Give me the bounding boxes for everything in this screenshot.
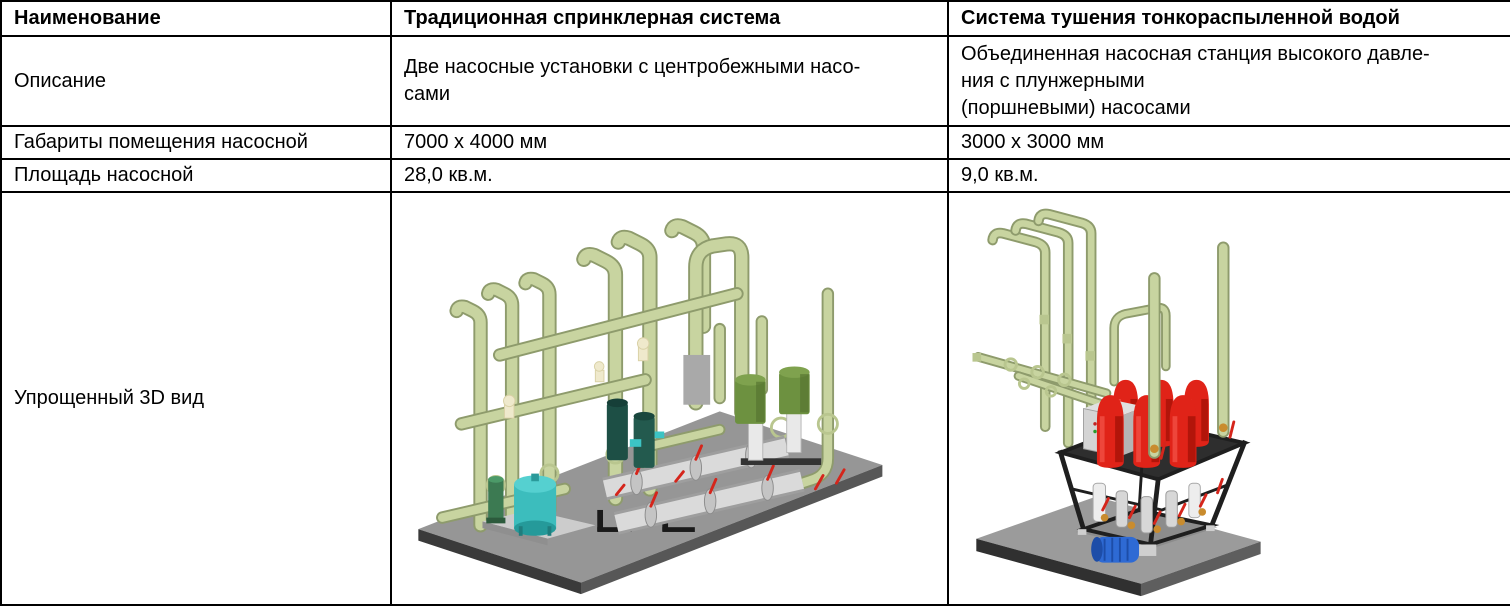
description-traditional: Две насосные установки с центробежными н…: [390, 35, 949, 127]
area-watermist: 9,0 кв.м.: [947, 158, 1510, 193]
area-traditional: 28,0 кв.м.: [390, 158, 949, 193]
header-watermist-system: Система тушения тонкораспыленной водой: [947, 0, 1510, 37]
dimensions-watermist: 3000 x 3000 мм: [947, 125, 1510, 160]
description-watermist: Объединенная насосная станция высокого д…: [947, 35, 1510, 127]
view3d-label: Упрощенный 3D вид: [0, 191, 392, 606]
description-label: Описание: [0, 35, 392, 127]
watermist-system-3d-view: [947, 191, 1510, 606]
area-label: Площадь насосной: [0, 158, 392, 193]
inline-pumps: [606, 398, 665, 468]
dimensions-traditional: 7000 x 4000 мм: [390, 125, 949, 160]
underdeck-equipment: [1092, 477, 1224, 534]
dimensions-label: Габариты помещения насосной: [0, 125, 392, 160]
watermist-skid-3d-image: [972, 208, 1261, 597]
accumulator-tanks-front: [1096, 395, 1197, 468]
expansion-tank-group: [482, 473, 596, 546]
cream-valves: [503, 337, 650, 419]
electrical-panel: [683, 354, 711, 405]
area-row: Площадь насосной 28,0 кв.м. 9,0 кв.м.: [0, 158, 1510, 193]
traditional-sprinkler-3d-image: [418, 218, 883, 595]
dimensions-row: Габариты помещения насосной 7000 x 4000 …: [0, 125, 1510, 160]
header-row: Наименование Традиционная спринклерная с…: [0, 0, 1510, 37]
description-row: Описание Две насосные установки с центро…: [0, 35, 1510, 127]
header-name: Наименование: [0, 0, 392, 37]
view3d-row: Упрощенный 3D вид: [0, 191, 1510, 606]
blue-pump-motor: [1091, 536, 1157, 563]
discharge-pipes: [1148, 241, 1236, 460]
vertical-pump-motors: [735, 366, 822, 465]
header-traditional-system: Традиционная спринклерная система: [390, 0, 949, 37]
traditional-system-3d-view: [390, 191, 949, 606]
